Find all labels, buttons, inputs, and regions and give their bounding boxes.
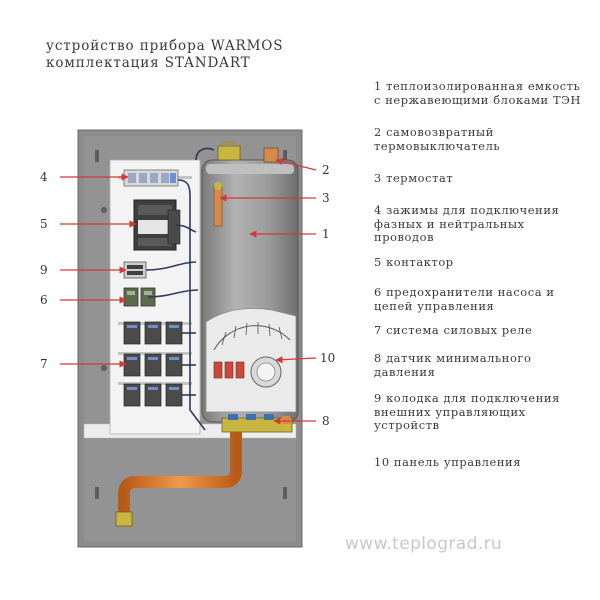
callout-5: 5 — [40, 217, 48, 231]
outlet-pipe — [115, 432, 242, 527]
legend-item-4: 4 зажимы для подключения фазных и нейтра… — [374, 203, 560, 244]
external-terminal-block — [123, 261, 147, 279]
legend-item-1: 1 теплоизолированная емкость с нержавеющ… — [374, 79, 581, 107]
callout-4: 4 — [40, 170, 48, 184]
callout-lines — [60, 158, 317, 425]
legend-item-8: 8 датчик минимального давления — [374, 351, 532, 379]
callout-numbers: 4 5 9 6 7 2 3 1 10 8 — [40, 163, 335, 428]
callout-10: 10 — [320, 351, 335, 365]
terminal-clamps — [123, 169, 179, 187]
contactor — [133, 199, 181, 251]
legend-item-3: 3 термостат — [374, 171, 454, 185]
callout-8: 8 — [322, 414, 330, 428]
title-line-2: комплектация STANDART — [46, 55, 251, 71]
callout-9: 9 — [40, 263, 48, 277]
legend-item-6: 6 предохранители насоса и цепей управлен… — [374, 285, 555, 313]
callout-2: 2 — [322, 163, 330, 177]
wiring — [145, 147, 215, 431]
callout-1: 1 — [322, 227, 330, 241]
legend-item-9: 9 колодка для подключения внешних управл… — [374, 391, 560, 432]
callout-3: 3 — [322, 191, 330, 205]
legend-item-10: 10 панель управления — [374, 455, 522, 469]
title-line-1: устройство прибора WARMOS — [46, 38, 284, 54]
legend-item-7: 7 система силовых реле — [374, 323, 533, 337]
callout-7: 7 — [40, 357, 48, 371]
callout-6: 6 — [40, 293, 48, 307]
diagram-title: устройство прибора WARMOS комплектация S… — [46, 38, 283, 72]
legend-item-2: 2 самовозвратный термовыключатель — [374, 125, 501, 153]
watermark: www.teplograd.ru — [345, 534, 503, 554]
control-panel — [205, 308, 297, 413]
legend-item-5: 5 контактор — [374, 255, 454, 269]
power-relays — [123, 321, 183, 407]
